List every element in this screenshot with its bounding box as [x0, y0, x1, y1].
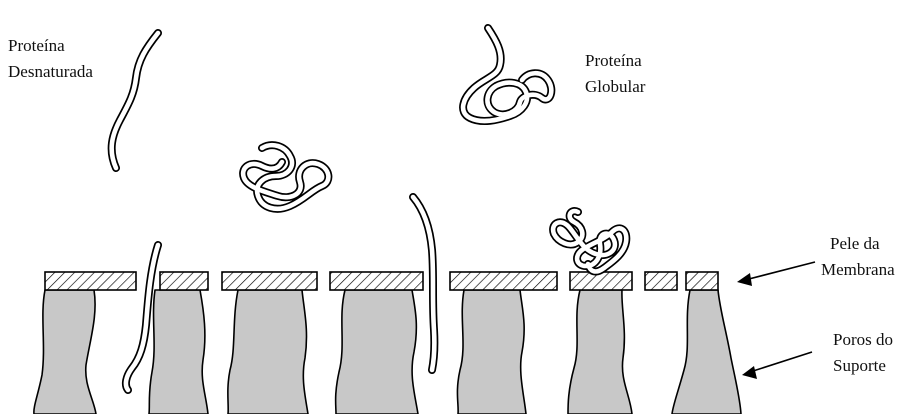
- skin-segment: [645, 272, 677, 290]
- globular-protein-on-membrane: [553, 211, 626, 271]
- support-pore: [336, 290, 418, 414]
- label-support-pores: Poros do Suporte: [833, 330, 897, 375]
- globular-protein-middle: [243, 145, 328, 209]
- support-pore: [672, 290, 741, 414]
- skin-segment: [570, 272, 632, 290]
- support-pore: [228, 290, 308, 414]
- skin-arrow: [737, 262, 815, 286]
- label-pores-line1: Poros do: [833, 330, 893, 349]
- support-pore: [457, 290, 526, 414]
- label-skin-line1: Pele da: [830, 234, 880, 253]
- skin-segment: [160, 272, 208, 290]
- skin-segment: [330, 272, 423, 290]
- label-membrane-skin: Pele da Membrana: [821, 234, 895, 279]
- label-denatured-protein: Proteína Desnaturada: [8, 36, 93, 81]
- support-pore: [568, 290, 632, 414]
- globular-protein-top: [463, 28, 551, 121]
- pores-arrow: [742, 352, 812, 379]
- denatured-protein-free: [112, 33, 158, 168]
- skin-segment: [45, 272, 136, 290]
- support-pore: [34, 290, 96, 414]
- label-pores-line2: Suporte: [833, 356, 886, 375]
- skin-segment: [686, 272, 718, 290]
- skin-segment: [450, 272, 557, 290]
- label-globular-line1: Proteína: [585, 51, 642, 70]
- label-skin-line2: Membrana: [821, 260, 895, 279]
- label-denatured-line1: Proteína: [8, 36, 65, 55]
- label-globular-line2: Globular: [585, 77, 646, 96]
- support-pore: [149, 290, 208, 414]
- skin-segment: [222, 272, 317, 290]
- label-denatured-line2: Desnaturada: [8, 62, 93, 81]
- label-globular-protein: Proteína Globular: [585, 51, 646, 96]
